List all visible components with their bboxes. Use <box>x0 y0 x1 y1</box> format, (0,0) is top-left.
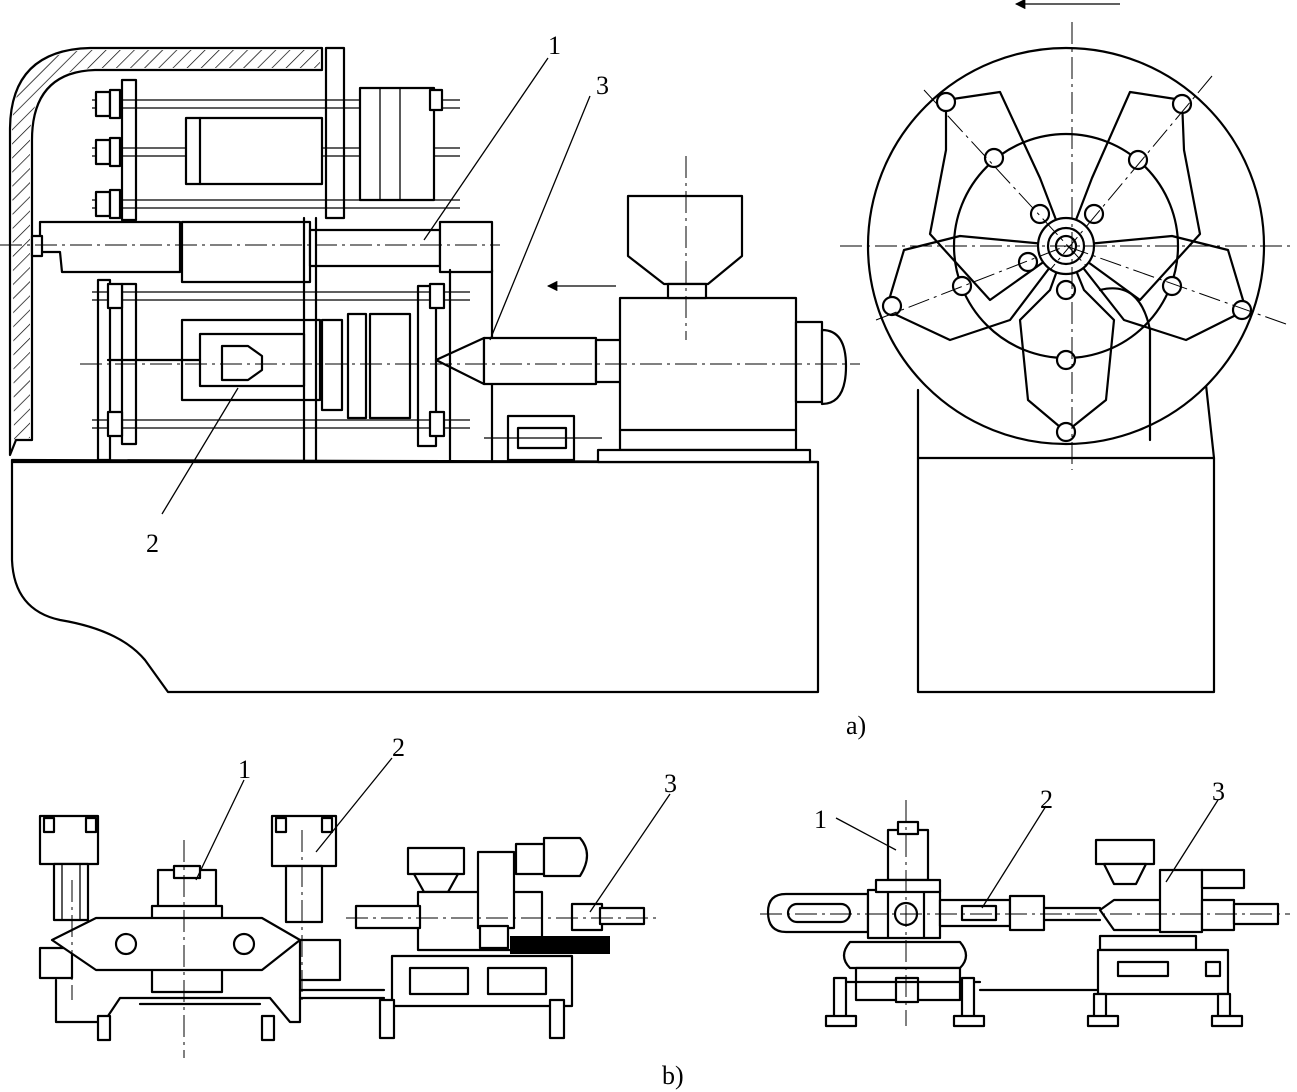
view-a-side <box>0 46 860 694</box>
label-a-2: 2 <box>146 529 159 558</box>
label-b-left-1: 1 <box>238 755 251 784</box>
caption-a: a) <box>846 711 866 740</box>
label-b-right-2: 2 <box>1040 785 1053 814</box>
view-b-right <box>760 799 1290 1028</box>
label-a-1: 1 <box>548 31 561 60</box>
label-b-right-1: 1 <box>814 805 827 834</box>
label-a-3: 3 <box>596 71 609 100</box>
label-b-right-3: 3 <box>1212 777 1225 806</box>
label-b-left-2: 2 <box>392 733 405 762</box>
view-b-left <box>38 757 671 1058</box>
label-b-left-3: 3 <box>664 769 677 798</box>
caption-b: b) <box>662 1061 684 1090</box>
view-a-end <box>840 0 1290 694</box>
